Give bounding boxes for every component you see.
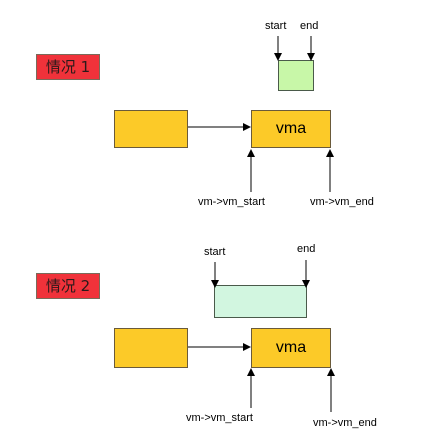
case-2-vma-label: vma bbox=[275, 339, 307, 356]
case-1-range-box bbox=[278, 60, 314, 91]
case-1-end-label: end bbox=[300, 20, 319, 32]
case-1-start-label: start bbox=[265, 20, 287, 32]
case-2-start-label: start bbox=[204, 246, 226, 258]
case-2-vm-end-label: vm->vm_end bbox=[313, 417, 377, 429]
case-1-vma-box: vma bbox=[251, 110, 331, 148]
case-1-prev-vma-box bbox=[114, 110, 188, 148]
case-2-end-label: end bbox=[297, 243, 316, 255]
case-2-vm-start-label: vm->vm_start bbox=[186, 412, 253, 424]
case-2-prev-vma-box bbox=[114, 328, 188, 368]
case-1-badge: 情况 1 bbox=[36, 54, 100, 80]
case-2-badge: 情况 2 bbox=[36, 273, 100, 299]
case-2-range-box bbox=[214, 285, 307, 318]
case-1-vm-end-label: vm->vm_end bbox=[310, 196, 374, 208]
case-1-vm-start-label: vm->vm_start bbox=[198, 196, 265, 208]
case-2-vma-box: vma bbox=[251, 328, 331, 368]
case-1-vma-label: vma bbox=[275, 120, 307, 137]
